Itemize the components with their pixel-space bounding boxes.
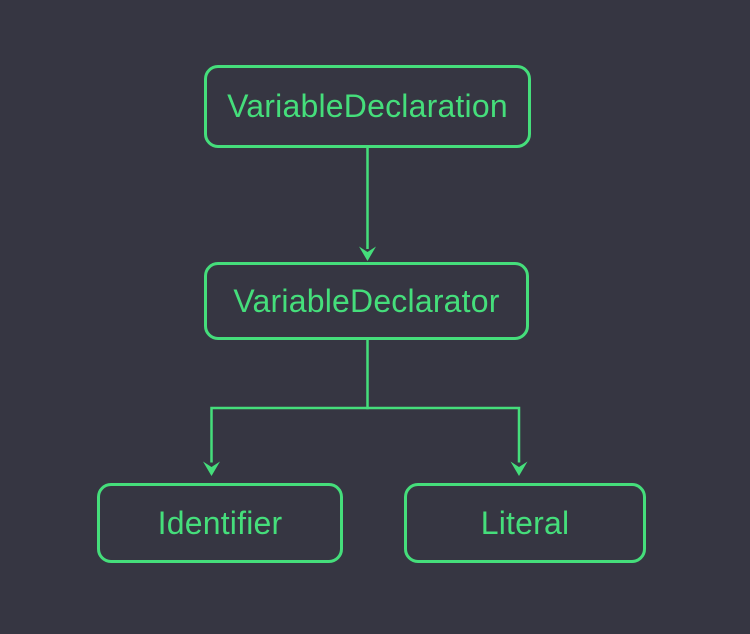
arrowhead-identifier bbox=[203, 461, 220, 476]
node-variable-declaration-label: VariableDeclaration bbox=[227, 88, 508, 124]
node-variable-declarator: VariableDeclarator bbox=[204, 262, 529, 340]
node-identifier-label: Identifier bbox=[157, 504, 283, 541]
node-literal-label: Literal bbox=[480, 504, 570, 541]
arrowhead-literal bbox=[510, 461, 528, 476]
node-literal: Literal bbox=[404, 483, 646, 563]
node-identifier: Identifier bbox=[97, 483, 343, 563]
node-variable-declaration: VariableDeclaration bbox=[204, 65, 531, 148]
edge-branch bbox=[210, 406, 521, 463]
node-variable-declarator-label: VariableDeclarator bbox=[233, 282, 500, 319]
arrowhead-declarator bbox=[359, 246, 376, 261]
